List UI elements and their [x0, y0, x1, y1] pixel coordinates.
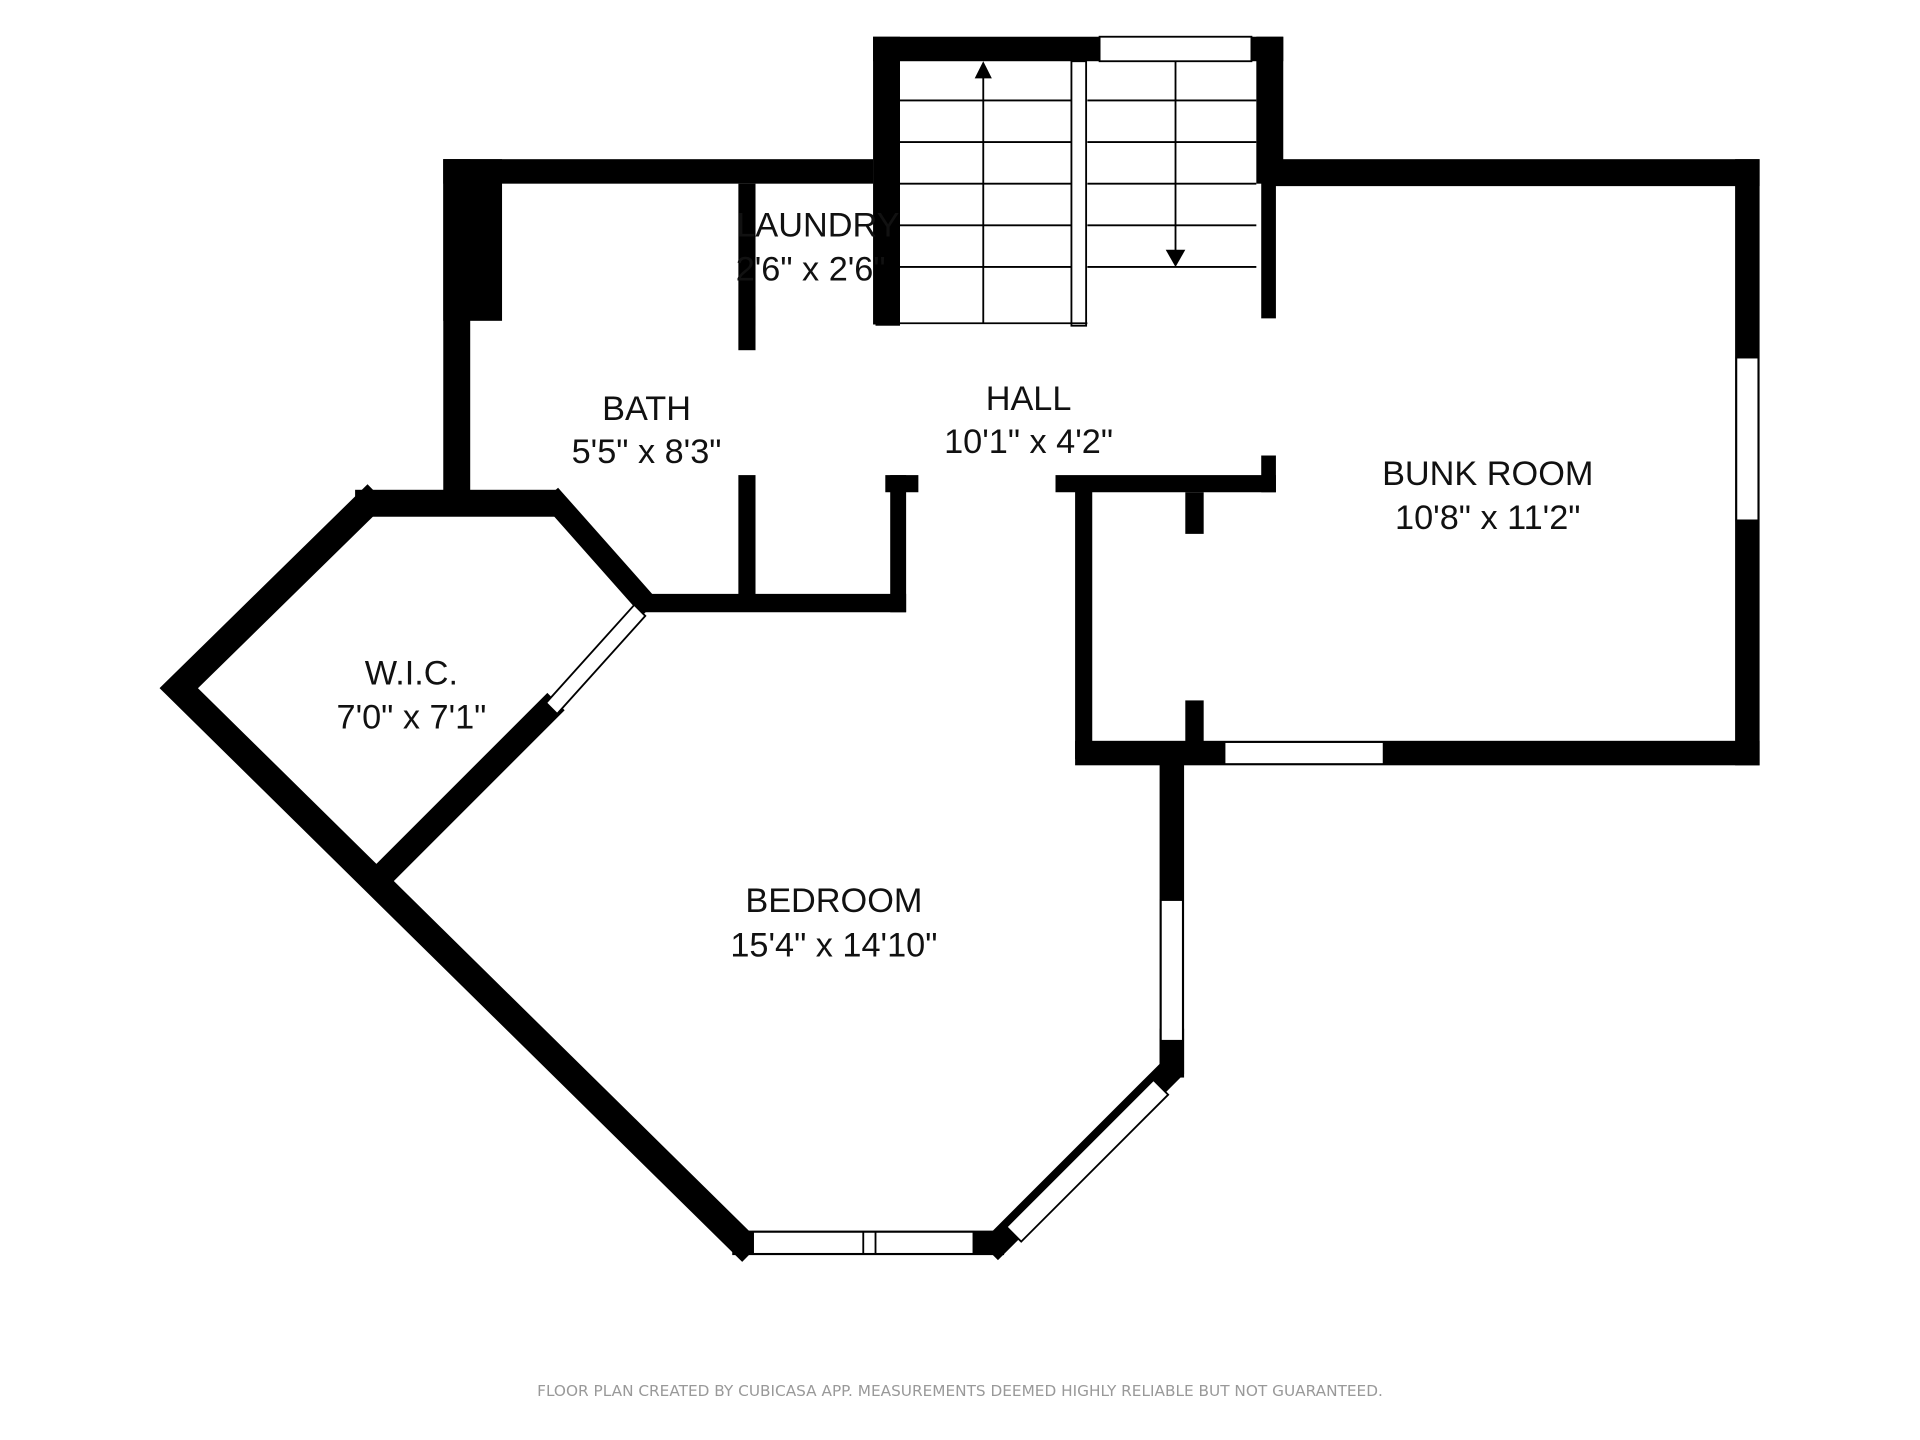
room-size: 10'8" x 11'2" — [1395, 499, 1580, 537]
room-wic: W.I.C. 7'0" x 7'1" — [337, 654, 487, 736]
disclaimer-footer: FLOOR PLAN CREATED BY CUBICASA APP. MEAS… — [537, 1382, 1383, 1400]
stair-down-arrow-icon — [1165, 249, 1186, 267]
room-hall: HALL 10'1" x 4'2" — [944, 380, 1113, 461]
room-size: 5'5" x 8'3" — [572, 433, 722, 471]
staircase — [900, 38, 1257, 327]
room-bedroom: BEDROOM 15'4" x 14'10" — [730, 882, 937, 964]
room-size: 15'4" x 14'10" — [730, 926, 937, 964]
room-name: BATH — [602, 390, 691, 428]
room-laundry: LAUNDRY 2'6" x 2'6" — [736, 206, 900, 288]
room-name: W.I.C. — [365, 654, 458, 692]
stair-up-arrow-icon — [974, 61, 992, 79]
diagonal-walls — [159, 484, 1185, 1262]
room-size: 10'1" x 4'2" — [944, 423, 1113, 461]
room-bunk-room: BUNK ROOM 10'8" x 11'2" — [1382, 455, 1593, 537]
room-name: BEDROOM — [745, 882, 922, 920]
room-name: LAUNDRY — [736, 206, 899, 244]
room-bath: BATH 5'5" x 8'3" — [572, 390, 722, 471]
room-size: 2'6" x 2'6" — [736, 250, 886, 288]
room-size: 7'0" x 7'1" — [337, 699, 487, 737]
room-name: HALL — [986, 380, 1072, 418]
windows — [544, 35, 1760, 1255]
room-name: BUNK ROOM — [1382, 455, 1593, 493]
